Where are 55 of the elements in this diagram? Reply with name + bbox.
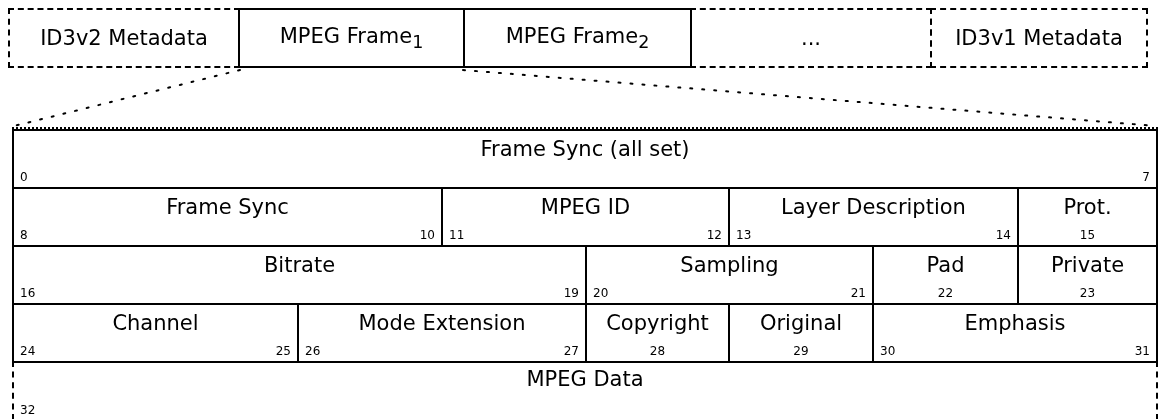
field-name: MPEG Data [526,367,644,391]
block-label: ... [801,26,821,50]
bit-number: 32 [20,403,36,417]
frame-block [463,8,692,68]
field-name: Copyright [606,311,709,335]
bit-number: 24 [20,344,36,358]
bit-number: 31 [1134,344,1150,358]
bit-number: 23 [1079,286,1096,300]
bit-field [12,303,299,363]
block-label: ID3v2 Metadata [40,26,208,50]
block-label: MPEG Frame$_{1}$ [279,23,424,53]
ellipsis-block [690,8,932,68]
frame-block [238,8,465,68]
field-name: Frame Sync (all set) [480,137,690,161]
field-name: Layer Description [781,195,966,219]
field-name: Sampling [680,253,779,277]
field-name: Frame Sync [166,195,289,219]
field-name: Original [759,311,843,335]
field-name: Channel [112,311,199,335]
field-name: Emphasis [964,311,1066,335]
data-section [12,361,1158,419]
bit-number: 10 [419,228,435,242]
bit-field [872,303,1158,363]
field-name: Private [1050,253,1125,277]
bit-number: 30 [880,344,896,358]
bit-number: 29 [793,344,809,358]
bit-field [12,129,1158,189]
metadata-block [930,8,1148,68]
bit-number: 19 [563,286,579,300]
field-name: Bitrate [263,253,336,277]
bit-number: 21 [850,286,866,300]
bit-number: 20 [593,286,609,300]
bit-number: 0 [20,170,28,184]
expansion-line [13,69,241,127]
expanded-frame [12,127,1158,418]
block-label: MPEG Frame$_{2}$ [505,23,650,53]
bit-number: 26 [305,344,321,358]
bit-number: 28 [649,344,666,358]
bit-number: 13 [736,228,752,242]
field-name: Mode Extension [358,311,526,335]
bit-number: 27 [563,344,579,358]
bit-number: 15 [1079,228,1096,242]
bit-number: 11 [449,228,465,242]
bit-number: 14 [995,228,1011,242]
bit-number: 12 [706,228,722,242]
field-name: MPEG ID [540,195,631,219]
bit-number: 8 [20,228,28,242]
metadata-block [8,8,240,68]
block-label: ID3v1 Metadata [955,26,1123,50]
bit-number: 25 [275,344,291,358]
bit-number: 7 [1142,170,1150,184]
bit-number: 22 [937,286,954,300]
bit-number: 16 [20,286,36,300]
field-name: Prot. [1063,195,1112,219]
field-name: Pad [926,253,965,277]
